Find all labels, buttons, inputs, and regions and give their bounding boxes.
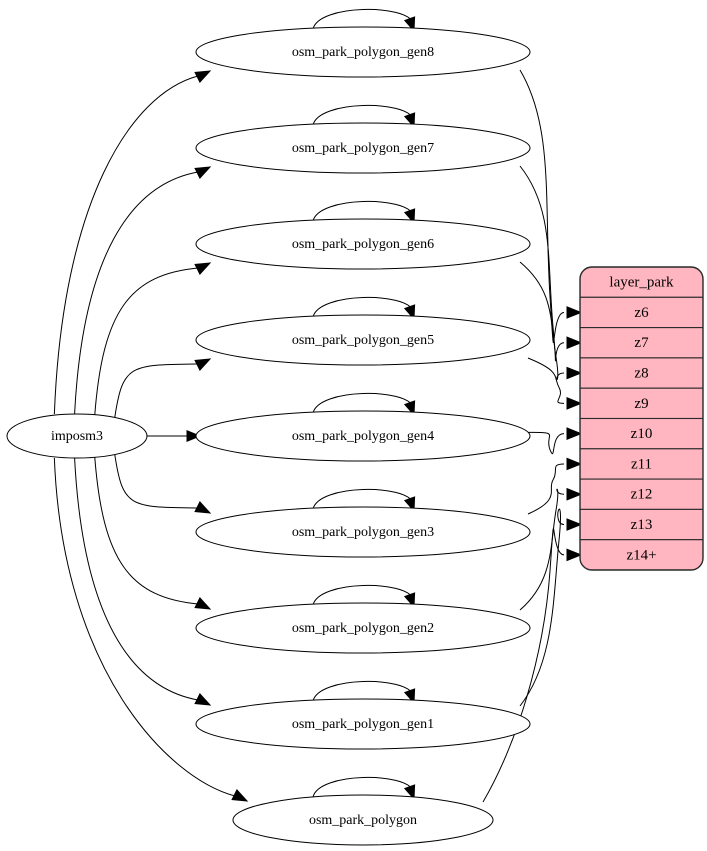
edge-imposm3-to-base: [53, 457, 249, 802]
node-label: osm_park_polygon_gen3: [292, 525, 434, 540]
table-row-cell[interactable]: [580, 508, 703, 541]
edge-imposm3-to-gen4: [147, 430, 202, 442]
edges-to-layer-table: [482, 69, 583, 803]
table-row-label: z12: [631, 487, 653, 503]
node-gen2[interactable]: osm_park_polygon_gen2: [195, 602, 531, 654]
edge-gen7-to-z7: [519, 165, 583, 362]
node-label: osm_park_polygon: [309, 813, 417, 828]
edge-gen4-to-z10: [527, 427, 583, 455]
source-node: imposm3: [6, 413, 148, 459]
edge-imposm3-to-gen5: [114, 358, 212, 418]
node-gen6[interactable]: osm_park_polygon_gen6: [195, 218, 531, 270]
node-label: osm_park_polygon_gen8: [292, 45, 434, 60]
node-label: osm_park_polygon_gen2: [292, 621, 434, 636]
layer-park-table: layer_park z6 z7 z8 z9 z10 z11 z12 z13 z14+: [579, 266, 704, 571]
edge-imposm3-to-gen3: [114, 454, 212, 514]
edges-from-imposm3: [53, 70, 249, 802]
table-row-label: z9: [634, 396, 648, 412]
self-loop-gen1: [312, 681, 416, 705]
node-gen7[interactable]: osm_park_polygon_gen7: [195, 122, 531, 174]
self-loop-gen6: [312, 201, 416, 225]
table-row-cell[interactable]: [580, 327, 703, 359]
node-label: osm_park_polygon_gen5: [292, 333, 434, 348]
node-label: osm_park_polygon_gen4: [292, 429, 434, 444]
node-gen3[interactable]: osm_park_polygon_gen3: [195, 506, 531, 558]
self-loop-gen8: [312, 9, 416, 33]
node-imposm3[interactable]: imposm3: [6, 413, 148, 459]
node-label: osm_park_polygon_gen7: [292, 141, 434, 156]
edge-gen5-to-z9: [527, 357, 583, 410]
node-gen1[interactable]: osm_park_polygon_gen1: [195, 698, 531, 750]
self-loop-base: [312, 777, 416, 801]
table-row-cell[interactable]: [580, 539, 703, 570]
node-label: osm_park_polygon_gen1: [292, 717, 434, 732]
edge-imposm3-to-gen6: [94, 262, 212, 417]
table-cells: layer_park z6 z7 z8 z9 z10 z11 z12 z13 z14+: [580, 267, 703, 570]
edge-imposm3-to-gen1: [74, 456, 212, 706]
self-loop-gen2: [312, 585, 416, 609]
table-header-label: layer_park: [609, 275, 674, 291]
table-row-label: z13: [631, 517, 653, 533]
edge-gen6-to-z8: [519, 261, 583, 380]
table-row-label: z14+: [626, 547, 656, 563]
node-gen4[interactable]: osm_park_polygon_gen4: [195, 410, 531, 462]
edge-imposm3-to-gen8: [53, 70, 212, 415]
table-row-label: z6: [634, 305, 649, 321]
edge-gen1-to-z13: [519, 508, 583, 707]
self-loop-gen7: [312, 105, 416, 129]
ellipse-nodes: osm_park_polygon_gen8 osm_park_polygon_ge…: [195, 26, 531, 846]
node-label: imposm3: [51, 429, 103, 444]
node-gen8[interactable]: osm_park_polygon_gen8: [195, 26, 531, 78]
self-loop-gen4: [312, 393, 416, 417]
table-row-label: z11: [631, 456, 652, 472]
table-row-label: z8: [634, 365, 648, 381]
table-row-label: z10: [631, 426, 653, 442]
edge-base-to-z14plus: [482, 528, 583, 803]
edge-gen3-to-z11: [527, 457, 583, 515]
edge-imposm3-to-gen2: [94, 455, 212, 610]
table-row-cell[interactable]: [580, 478, 703, 510]
table-row-label: z7: [634, 335, 649, 351]
table-row-cell[interactable]: [580, 417, 703, 450]
self-loop-gen5: [312, 297, 416, 321]
edge-gen2-to-z12: [519, 487, 583, 611]
edge-gen8-to-z6: [519, 69, 583, 343]
node-base[interactable]: osm_park_polygon: [232, 794, 494, 846]
self-loop-edges: [312, 9, 416, 801]
self-loop-gen3: [312, 489, 416, 513]
table-row-cell[interactable]: [580, 357, 703, 389]
edge-imposm3-to-gen7: [74, 166, 212, 416]
node-label: osm_park_polygon_gen6: [292, 237, 434, 252]
node-gen5[interactable]: osm_park_polygon_gen5: [195, 314, 531, 366]
